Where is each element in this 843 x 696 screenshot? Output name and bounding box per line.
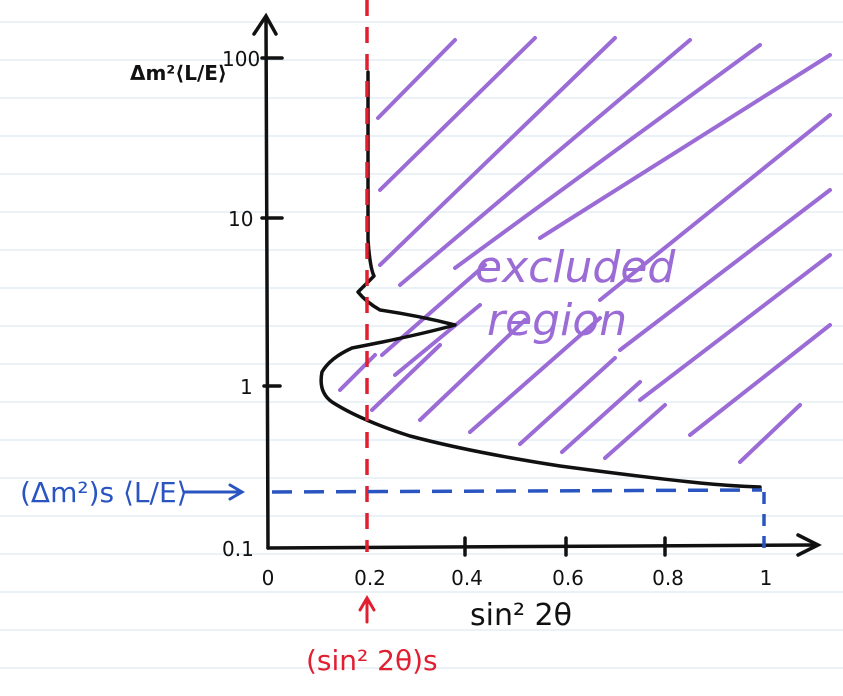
x-tick-label-0p4: 0.4 [451,566,483,590]
y-tick-label-10: 10 [228,207,253,231]
y-axis-arrowhead [252,12,278,36]
axes [252,12,822,557]
excluded-region-hatching [338,36,832,464]
x-tick-label-0p6: 0.6 [552,566,584,590]
x-tick-label-0p8: 0.8 [652,566,684,590]
y-axis [264,18,270,550]
exclusion-contour [319,70,762,489]
x-axis-arrowhead [796,533,822,557]
notebook-ruled-lines [0,21,843,669]
y-tick-label-1: 1 [240,375,253,399]
excluded-region-label-line1: excluded [475,242,676,293]
y-tick-label-0p1: 0.1 [222,537,254,561]
blue-dashed-horizontal [271,488,763,494]
blue-arrow [182,483,245,501]
x-axis-label: sin² 2θ [470,598,572,633]
red-arrow [358,595,376,624]
blue-marker-label: (Δm²)s ⟨L/E⟩ [20,476,188,509]
excluded-region-label-line2: region [487,295,627,346]
x-tick-label-0: 0 [262,566,275,590]
y-tick-label-100: 100 [222,47,260,71]
y-axis-label: Δm²⟨L/E⟩ [130,61,227,85]
x-tick-label-1: 1 [760,566,773,590]
x-tick-label-0p2: 0.2 [354,566,386,590]
red-marker-label: (sin² 2θ)s [306,644,438,677]
x-axis [266,543,817,550]
